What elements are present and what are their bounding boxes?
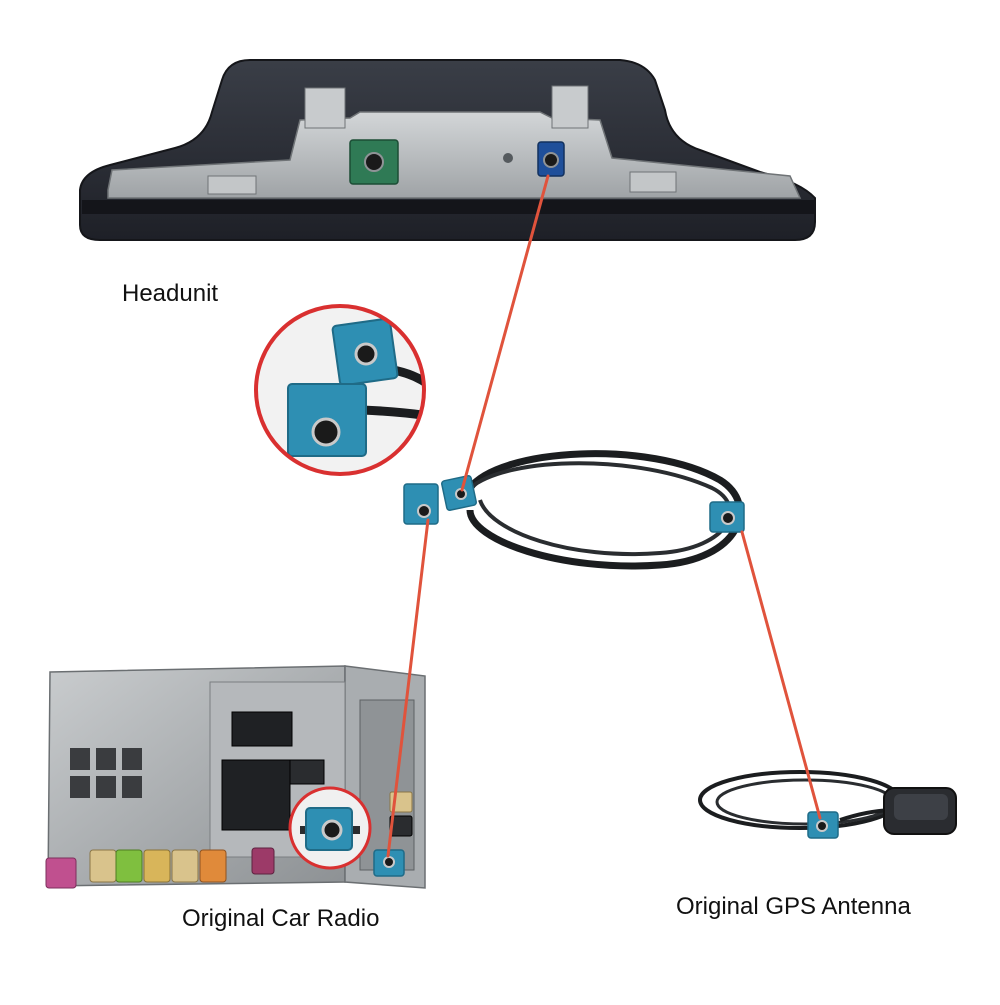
headunit-metal-plate [107, 111, 802, 199]
radio-vent-grid [70, 748, 142, 798]
fakra-connector-icon [441, 475, 477, 511]
fakra-connector-icon [709, 501, 745, 533]
fakra-connector-icon [389, 791, 413, 837]
car-radio-device [45, 665, 426, 889]
fakra-connector-icon [115, 849, 143, 883]
radio-port-callout [288, 786, 372, 870]
fakra-connector-icon [45, 857, 77, 889]
radio-black-port-mid [221, 759, 291, 831]
car-radio-label: Original Car Radio [182, 905, 380, 932]
fakra-connector-icon [171, 849, 199, 883]
connection-lines [386, 174, 822, 858]
gps-antenna-device [698, 770, 957, 839]
headunit-front-strip [82, 200, 814, 214]
headunit-bracket-right [551, 85, 589, 129]
fakra-connector-icon [305, 807, 353, 851]
headunit-label: Headunit [122, 280, 219, 307]
fakra-connector-icon [331, 317, 399, 387]
line-cable-to-gps [740, 530, 822, 820]
headunit-tab-right [629, 171, 677, 193]
radio-black-port-top [231, 711, 293, 747]
fakra-connector-icon [143, 849, 171, 883]
headunit-bracket-left [304, 87, 346, 129]
headunit-tab-left [207, 175, 257, 195]
headunit-device [79, 59, 816, 241]
fakra-connector-icon [199, 849, 227, 883]
fakra-connector-icon [807, 811, 839, 839]
fakra-extension-cable [403, 450, 745, 570]
gps-antenna-label: Original GPS Antenna [676, 893, 911, 920]
fakra-connector-icon [403, 483, 439, 525]
fakra-connector-icon [349, 139, 399, 185]
gps-antenna-icon [883, 787, 957, 835]
gps-cable-coil-inner [715, 778, 895, 826]
line-cable-to-radio [386, 518, 430, 858]
headunit-screw [503, 153, 513, 163]
fakra-connector-icon [537, 141, 565, 177]
fakra-connector-icon [89, 849, 117, 883]
fakra-connector-icon [251, 847, 275, 875]
radio-side-bay [359, 699, 415, 871]
radio-connector-row [45, 847, 275, 889]
radio-black-port-small [289, 759, 325, 785]
line-headunit-to-cable [460, 174, 550, 492]
connector-zoom-callout [254, 304, 426, 476]
fakra-connector-icon [287, 383, 367, 457]
